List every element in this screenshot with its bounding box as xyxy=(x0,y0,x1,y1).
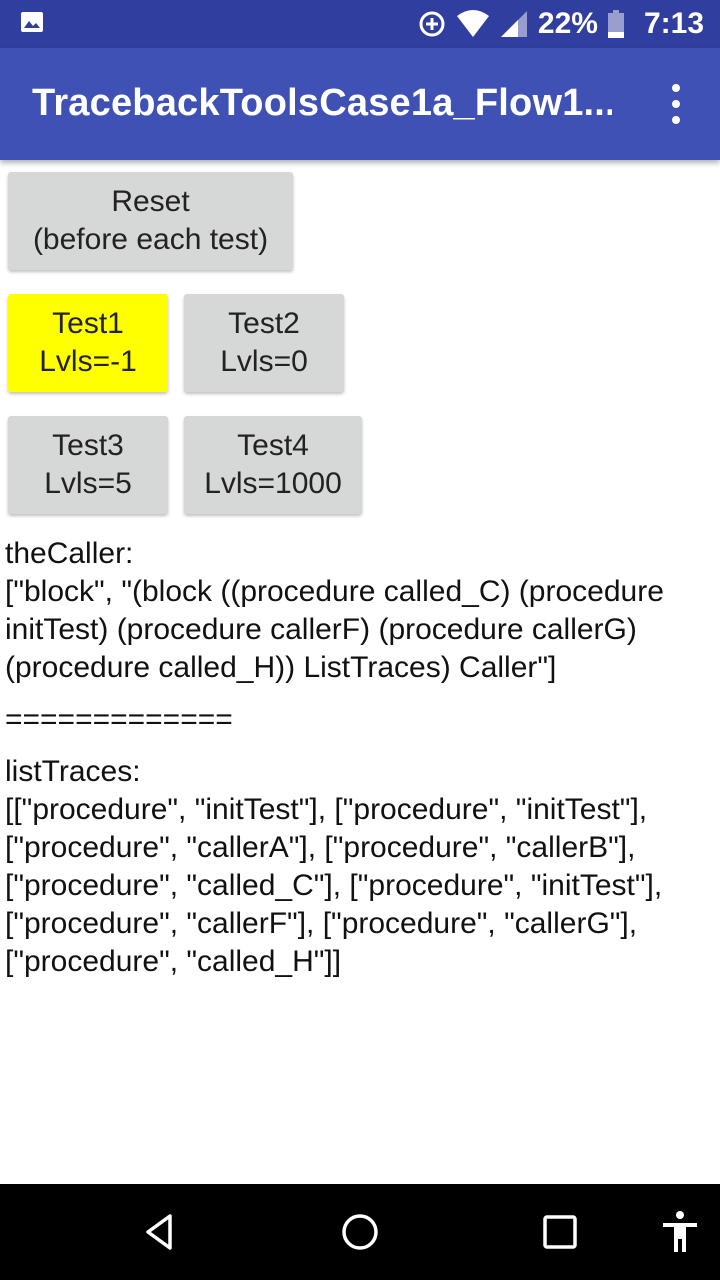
caller-label: theCaller: xyxy=(5,537,134,570)
data-saver-icon xyxy=(418,10,446,38)
accessibility-icon[interactable] xyxy=(650,1202,710,1262)
battery-percent: 22% xyxy=(537,7,598,40)
reset-button[interactable]: Reset (before each test) xyxy=(8,172,293,270)
separator-text: ============= xyxy=(5,703,233,736)
test1-button-sublabel: Lvls=-1 xyxy=(39,345,137,378)
test1-button-label: Test1 xyxy=(52,307,124,340)
test4-button-sublabel: Lvls=1000 xyxy=(204,467,342,500)
signal-icon xyxy=(500,10,528,38)
app-bar: TracebackToolsCase1a_Flow1... xyxy=(0,48,720,160)
reset-button-label: Reset xyxy=(111,185,190,218)
clock: 7:13 xyxy=(643,7,704,40)
home-icon[interactable] xyxy=(330,1202,390,1262)
test3-button[interactable]: Test3 Lvls=5 xyxy=(8,416,168,514)
image-icon xyxy=(20,10,44,34)
test2-button-sublabel: Lvls=0 xyxy=(220,345,308,378)
more-vert-icon[interactable] xyxy=(656,84,696,124)
output-panel: theCaller: ["block", "(block ((procedure… xyxy=(5,535,715,981)
recents-icon[interactable] xyxy=(530,1202,590,1262)
test4-button-label: Test4 xyxy=(237,429,309,462)
test1-button[interactable]: Test1 Lvls=-1 xyxy=(8,294,168,392)
nav-bar xyxy=(0,1184,720,1280)
traces-label: listTraces: xyxy=(5,755,141,788)
caller-text: ["block", "(block ((procedure called_C) … xyxy=(5,575,664,684)
app-title: TracebackToolsCase1a_Flow1... xyxy=(32,82,612,124)
battery-icon xyxy=(607,10,624,38)
back-icon[interactable] xyxy=(130,1202,190,1262)
test3-button-label: Test3 xyxy=(52,429,124,462)
test2-button[interactable]: Test2 Lvls=0 xyxy=(184,294,344,392)
traces-text: [["procedure", "initTest"], ["procedure"… xyxy=(5,793,663,978)
status-bar: 22% 7:13 xyxy=(0,0,720,48)
wifi-icon xyxy=(456,10,490,38)
reset-button-sublabel: (before each test) xyxy=(32,223,269,256)
test4-button[interactable]: Test4 Lvls=1000 xyxy=(184,416,362,514)
test2-button-label: Test2 xyxy=(228,307,300,340)
test3-button-sublabel: Lvls=5 xyxy=(44,467,132,500)
